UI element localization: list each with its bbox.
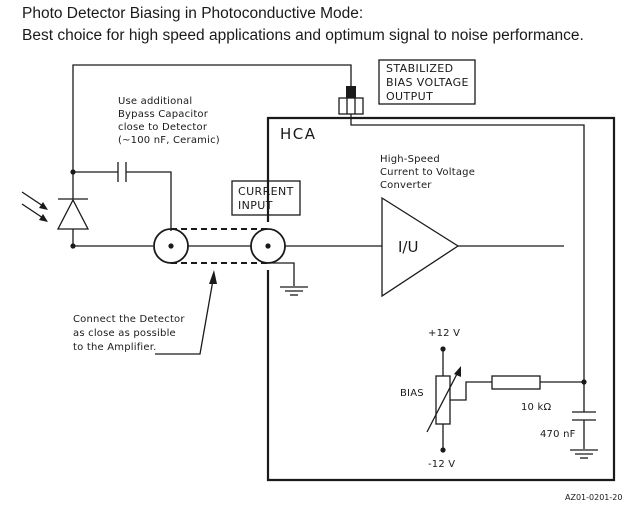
bypass-note-3: close to Detector <box>118 122 208 133</box>
stabilized-line-1: STABILIZED <box>386 62 454 75</box>
input-coax-connector <box>250 228 286 264</box>
bypass-note-1: Use additional <box>118 96 192 107</box>
plus-12v-label: +12 V <box>428 328 460 339</box>
stabilized-line-2: BIAS VOLTAGE <box>386 76 469 89</box>
input-ground-icon <box>268 262 308 296</box>
photodiode-icon <box>56 172 90 246</box>
bypass-wire-right <box>126 171 172 231</box>
capacitor-label: 470 nF <box>540 429 576 440</box>
current-input-line-2: INPUT <box>238 199 273 212</box>
hca-housing <box>266 116 616 482</box>
bias-supply-wire <box>72 64 352 172</box>
current-input-line-1: CURRENT <box>238 185 294 198</box>
converter-label-2: Current to Voltage <box>380 167 475 178</box>
reference-code: AZ01-0201-20 <box>565 493 622 502</box>
note-arrowhead-icon <box>209 270 217 284</box>
bias-label: BIAS <box>400 388 424 399</box>
wiper-wire <box>450 381 492 401</box>
converter-label-1: High-Speed <box>380 154 440 165</box>
amplifier-label: I/U <box>398 238 418 256</box>
hca-label: HCA <box>280 125 317 143</box>
bypass-note-4: (~100 nF, Ceramic) <box>118 135 220 146</box>
connect-note-2: as close as possible <box>73 328 176 339</box>
resistor-10k <box>491 375 541 390</box>
connect-note-3: to the Amplifier. <box>73 342 157 353</box>
cap-ground-icon <box>570 449 598 459</box>
page-title: Photo Detector Biasing in Photoconductiv… <box>22 5 364 22</box>
minus-12v-label: -12 V <box>428 459 455 470</box>
amplifier-triangle <box>381 196 460 298</box>
bias-potentiometer-icon <box>426 366 461 433</box>
detector-coax-connector <box>153 228 189 264</box>
incident-light-arrows-icon <box>21 191 48 222</box>
resistor-label: 10 kΩ <box>521 402 551 413</box>
stabilized-label-box <box>378 59 476 105</box>
stabilized-line-3: OUTPUT <box>386 90 433 103</box>
bias-output-connector <box>338 86 364 115</box>
page-subtitle: Best choice for high speed applications … <box>22 27 584 44</box>
bypass-note-2: Bypass Capacitor <box>118 109 209 120</box>
minus-12v-terminal <box>440 447 446 453</box>
current-input-label-box <box>231 180 301 216</box>
bias-feedback-wire <box>350 114 585 382</box>
connect-note-1: Connect the Detector <box>73 314 185 325</box>
note-leader-line <box>155 279 214 355</box>
converter-label-3: Converter <box>380 180 432 191</box>
